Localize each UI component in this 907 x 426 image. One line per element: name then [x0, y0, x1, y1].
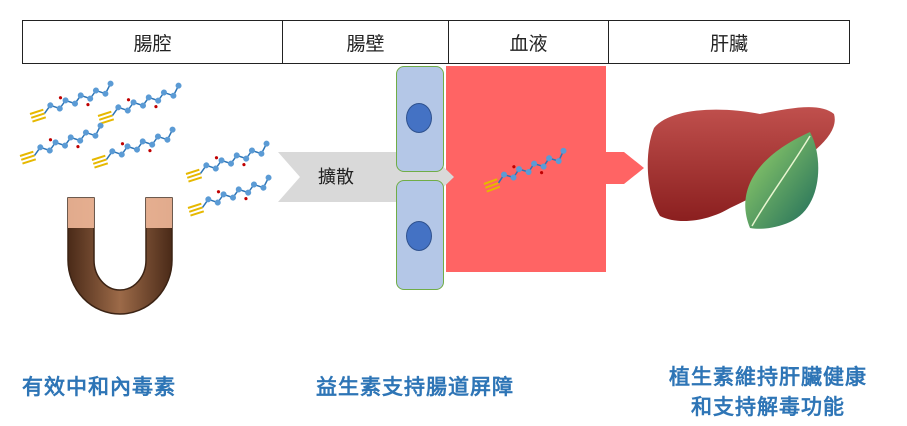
liver-with-leaf-icon	[647, 107, 835, 229]
intestinal-cell-bottom	[396, 180, 444, 290]
header-gut-wall: 腸壁	[283, 21, 449, 63]
cell-nucleus-icon	[406, 103, 432, 133]
caption-neutralize: 有效中和內毒素	[22, 375, 176, 399]
blood-region	[446, 66, 606, 272]
to-liver-arrow-icon	[604, 152, 644, 184]
header-gut-lumen: 腸腔	[23, 21, 283, 63]
region-header-table: 腸腔 腸壁 血液 肝臟	[22, 20, 850, 64]
intestinal-cell-top	[396, 66, 444, 172]
caption-liver-line2: 和支持解毒功能	[691, 395, 845, 419]
caption-gut-barrier: 益生素支持腸道屏障	[316, 375, 514, 399]
header-liver: 肝臟	[709, 32, 748, 55]
diffusion-label: 擴散	[318, 167, 354, 188]
binder-horseshoe-icon	[67, 197, 173, 315]
caption-liver: 植生素維持肝臟健康 和支持解毒功能	[640, 362, 896, 422]
header-blood: 血液	[449, 21, 609, 63]
endotoxin-in-blood-icon	[480, 145, 573, 195]
caption-liver-line1: 植生素維持肝臟健康	[669, 365, 867, 389]
cell-nucleus-icon	[406, 221, 432, 251]
